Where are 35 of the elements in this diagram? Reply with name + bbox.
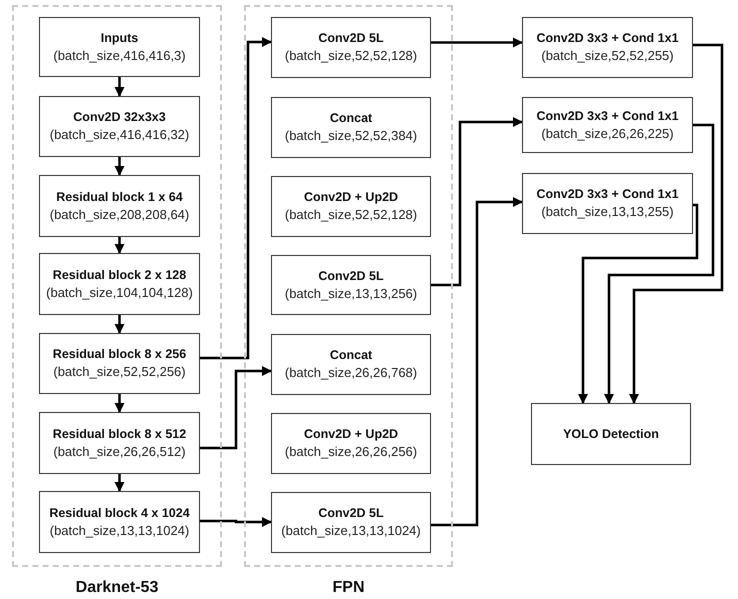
arrow bbox=[578, 204, 698, 404]
layer-box: Residual block 2 x 128 (batch_size,104,104,128) bbox=[39, 253, 200, 315]
arrow bbox=[200, 37, 272, 360]
arrow bbox=[431, 197, 523, 526]
layer-box: Conv2D 3x3 + Cond 1x1 (batch_size,26,26,225) bbox=[522, 97, 693, 153]
layer-box: Concat (batch_size,26,26,768) bbox=[271, 334, 431, 395]
arrow bbox=[114, 315, 124, 334]
layer-box: Conv2D 3x3 + Cond 1x1 (batch_size,52,52,255) bbox=[522, 17, 693, 78]
arrow bbox=[200, 517, 272, 527]
layer-box: YOLO Detection bbox=[531, 403, 691, 465]
layer-box: Conv2D 5L (batch_size,13,13,1024) bbox=[271, 492, 431, 553]
arrow bbox=[114, 157, 124, 176]
arrow bbox=[114, 237, 124, 254]
arrow bbox=[431, 38, 523, 48]
layer-box: Conv2D + Up2D (batch_size,52,52,128) bbox=[271, 176, 431, 237]
arrow bbox=[200, 366, 272, 450]
layer-box: Conv2D 5L (batch_size,13,13,256) bbox=[271, 255, 431, 315]
layer-box: Conv2D + Up2D (batch_size,26,26,256) bbox=[271, 413, 431, 474]
layer-box: Inputs (batch_size,416,416,3) bbox=[39, 17, 200, 77]
arrow bbox=[604, 124, 714, 404]
layer-box: Concat (batch_size,52,52,384) bbox=[271, 97, 431, 158]
layer-box: Residual block 8 x 512 (batch_size,26,26,512) bbox=[39, 412, 200, 474]
layer-box: Residual block 8 x 256 (batch_size,52,52,256) bbox=[39, 333, 200, 394]
arrow bbox=[431, 117, 523, 286]
arrow bbox=[114, 77, 124, 97]
layer-box: Conv2D 32x3x3 (batch_size,416,416,32) bbox=[39, 96, 200, 157]
layer-box: Residual block 4 x 1024 (batch_size,13,13,1024) bbox=[39, 491, 200, 553]
layer-box: Conv2D 3x3 + Cond 1x1 (batch_size,13,13,255) bbox=[522, 173, 693, 234]
group-heading: FPN bbox=[332, 579, 364, 597]
arrow bbox=[114, 394, 124, 413]
layer-box: Conv2D 5L (batch_size,52,52,128) bbox=[271, 17, 431, 78]
arrow bbox=[114, 474, 124, 492]
layer-box: Residual block 1 x 64 (batch_size,208,208,64) bbox=[39, 175, 200, 237]
group-heading: Darknet-53 bbox=[76, 579, 158, 597]
arrow bbox=[629, 44, 724, 404]
